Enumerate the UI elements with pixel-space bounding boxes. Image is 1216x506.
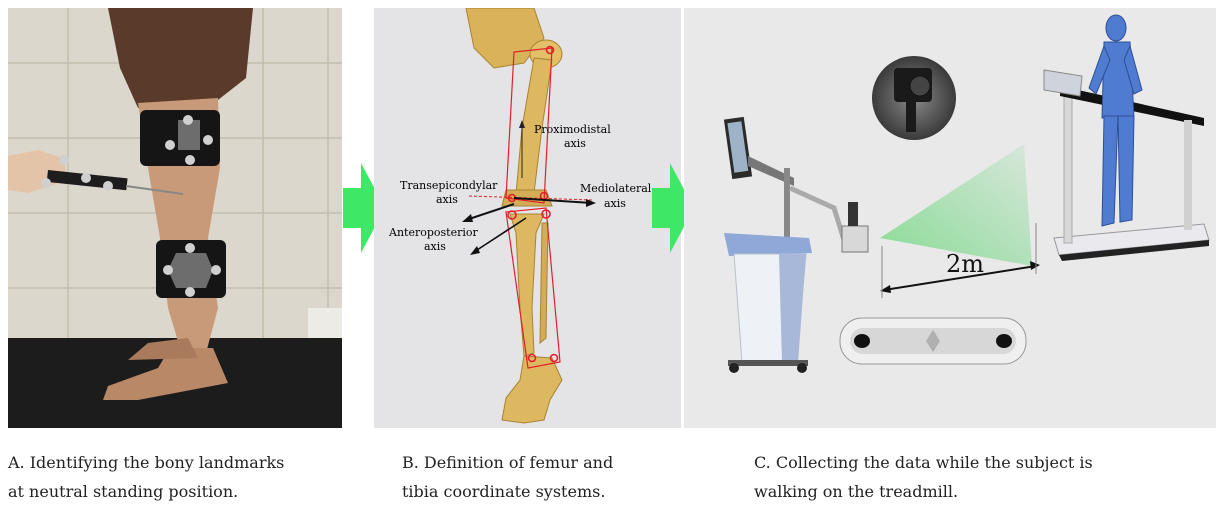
mediolateral-label-axis: axis <box>604 197 626 210</box>
proximodistal-label-axis: axis <box>564 137 586 150</box>
caption-b-line2: tibia coordinate systems. <box>402 477 613 506</box>
transepicondylar-label-axis: axis <box>436 193 458 206</box>
panel-c-setup: 2m <box>684 8 1216 428</box>
proximodistal-label: Proximodistal <box>534 123 611 136</box>
caption-panel-a: A. Identifying the bony landmarks at neu… <box>8 448 284 506</box>
panel-a-photo <box>8 8 342 428</box>
anteroposterior-label: Anteroposterior <box>388 226 478 239</box>
anteroposterior-label-axis: axis <box>424 240 446 253</box>
caption-c-line1: C. Collecting the data while the subject… <box>754 448 1093 477</box>
leg-photo-illustration <box>8 8 342 428</box>
camera-field-of-view <box>880 144 1032 266</box>
caption-b-line1: B. Definition of femur and <box>402 448 613 477</box>
tibia-bone <box>510 214 544 356</box>
foot-bones <box>502 356 562 423</box>
transepicondylar-label: Transepicondylar <box>400 179 498 192</box>
camera-on-arm <box>848 202 858 226</box>
distance-label: 2m <box>946 250 984 278</box>
caption-panel-c: C. Collecting the data while the subject… <box>754 448 1093 506</box>
caption-a-line2: at neutral standing position. <box>8 477 284 506</box>
panel-b-skeleton: Proximodistal axis Transepicondylar axis… <box>374 8 681 428</box>
walking-subject <box>1089 15 1142 226</box>
caption-panel-b: B. Definition of femur and tibia coordin… <box>402 448 613 506</box>
caption-c-line2: walking on the treadmill. <box>754 477 1093 506</box>
depth-sensor-bar <box>840 318 1026 364</box>
caption-a-line1: A. Identifying the bony landmarks <box>8 448 284 477</box>
mediolateral-label: Mediolateral <box>580 182 652 195</box>
data-collection-scene: 2m <box>684 8 1216 428</box>
femur-tibia-diagram: Proximodistal axis Transepicondylar axis… <box>374 8 681 428</box>
